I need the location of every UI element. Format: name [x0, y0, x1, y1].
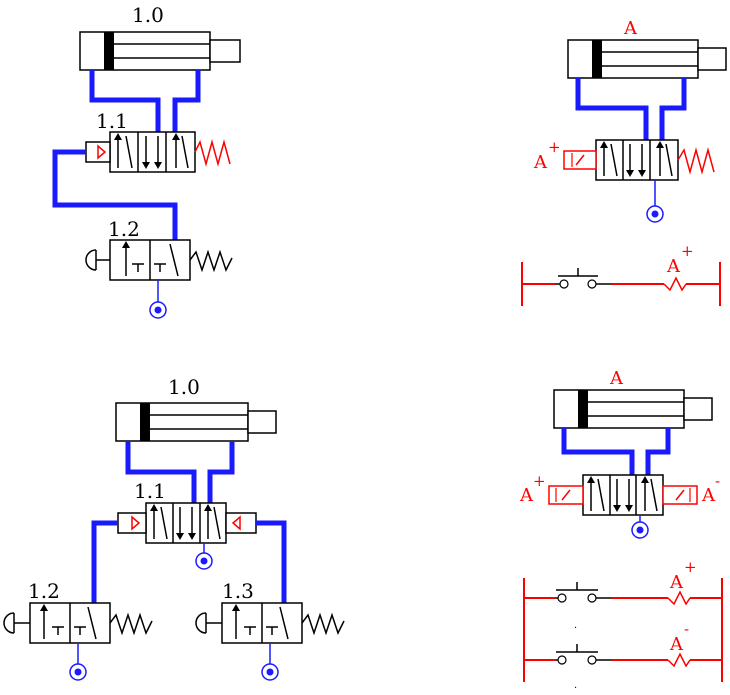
solenoid-label: A — [533, 152, 548, 173]
coil-icon — [667, 590, 691, 606]
air-line — [207, 441, 235, 503]
coil-minus-sign: - — [684, 620, 689, 638]
top-left-pneumatic-circuit: 1.0 1.1 — [52, 3, 241, 319]
bottom-left-pneumatic-circuit: 1.0 1.1 — [3, 375, 345, 681]
pushbutton-switch-icon — [555, 268, 612, 289]
solenoid-sign: + — [548, 138, 561, 156]
valve-label: 1.1 — [134, 479, 166, 503]
valve-1-1 — [85, 131, 231, 173]
button-valve-left-label: 1.2 — [28, 579, 60, 603]
air-supply-icon — [195, 552, 213, 570]
air-line — [172, 70, 201, 132]
cylinder-label: A — [623, 18, 638, 39]
cylinder-label: 1.0 — [168, 375, 200, 399]
button-valve-right-label: 1.3 — [222, 579, 254, 603]
air-supply-icon — [631, 521, 649, 539]
coil-icon — [663, 276, 687, 292]
coil-label: A — [666, 256, 681, 277]
air-line — [645, 428, 671, 475]
bottom-right-electro-circuit: A A + A - — [519, 368, 723, 691]
pilot-air-line — [52, 149, 178, 240]
solenoid-minus-label: A — [701, 485, 716, 506]
cylinder-1-0 — [115, 402, 277, 442]
solenoid-valve — [548, 474, 698, 516]
coil-plus-label: A — [669, 572, 684, 593]
button-valve-1-3 — [195, 602, 345, 644]
pilot-air-line — [91, 520, 118, 603]
button-valve-1-2 — [3, 602, 153, 644]
svg-text:.: . — [574, 680, 577, 691]
coil-icon — [667, 652, 691, 668]
valve-1-1 — [117, 502, 257, 544]
cylinder-a — [567, 39, 727, 79]
ladder-diagram: . . — [523, 578, 723, 691]
ladder-rung-2 — [524, 644, 722, 668]
button-valve-label: 1.2 — [108, 217, 140, 241]
cylinder-label: 1.0 — [132, 3, 164, 27]
solenoid-valve — [563, 139, 715, 181]
pushbutton-switch-icon — [556, 644, 612, 665]
valve-label: 1.1 — [96, 109, 128, 133]
air-line — [575, 78, 649, 140]
air-supply-icon — [149, 301, 167, 319]
air-line — [659, 78, 687, 140]
air-line — [125, 441, 197, 503]
air-line — [89, 70, 161, 132]
air-supply-icon — [646, 205, 664, 223]
air-supply-icon — [261, 663, 279, 681]
cylinder-label: A — [609, 368, 624, 389]
air-line — [561, 428, 635, 475]
pilot-air-line — [256, 520, 287, 603]
ladder-rung-1 — [524, 582, 722, 606]
cylinder-a — [553, 389, 713, 429]
pushbutton-switch-icon — [556, 582, 612, 603]
button-valve-1-2 — [85, 239, 233, 281]
coil-minus-label: A — [669, 634, 684, 655]
air-supply-icon — [69, 663, 87, 681]
cylinder-1-0 — [79, 31, 241, 71]
top-right-electro-circuit: A A + — [521, 18, 727, 306]
coil-plus-sign: + — [684, 558, 697, 576]
solenoid-minus-sign: - — [715, 472, 720, 490]
coil-sign: + — [681, 242, 694, 260]
ladder-rung — [521, 262, 721, 306]
solenoid-plus-label: A — [519, 485, 534, 506]
solenoid-plus-sign: + — [533, 472, 546, 490]
svg-text:.: . — [574, 620, 577, 631]
